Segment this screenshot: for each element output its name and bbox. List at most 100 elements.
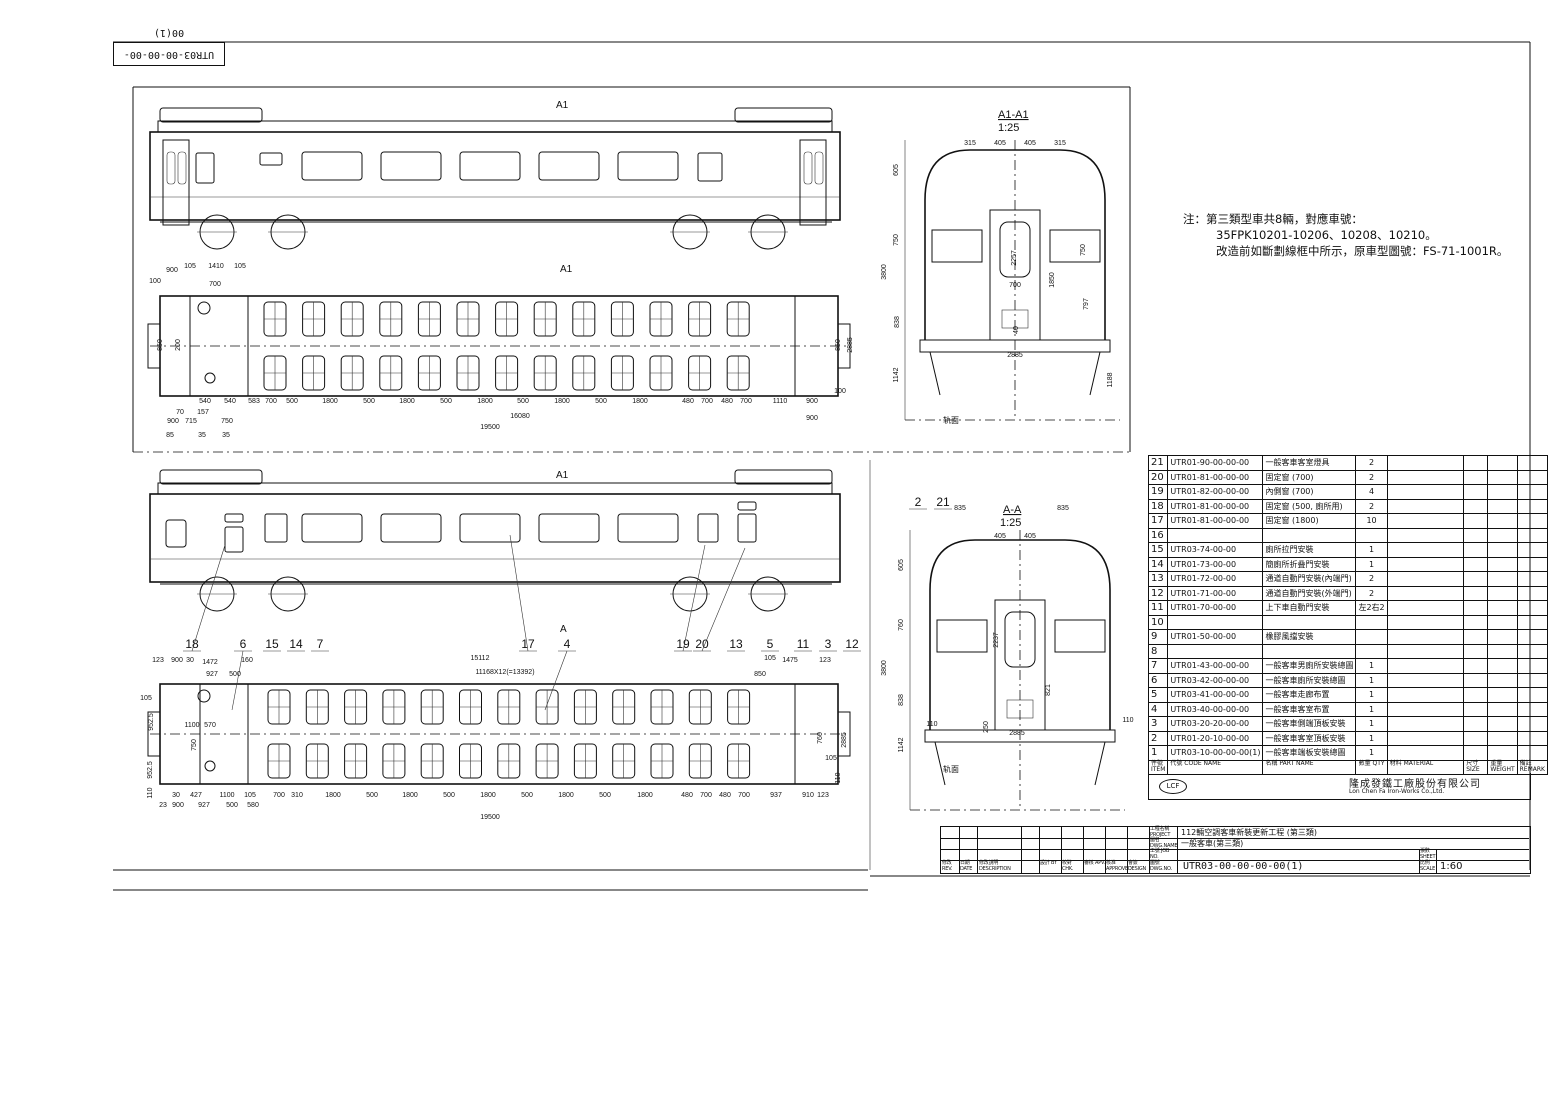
dimension-plan1: 715	[185, 418, 197, 425]
note-line: 35FPK10201-10206、10208、10210。	[1216, 228, 1437, 242]
item-code: UTR03-41-00-00-00	[1167, 687, 1264, 703]
item-number: 10	[1147, 614, 1169, 630]
dimension-plan2: 910	[802, 792, 814, 799]
dimension-section-a1: 405	[1024, 140, 1036, 147]
item-code: UTR03-42-00-00-00	[1167, 672, 1264, 688]
dimension-plan1: 100	[149, 278, 161, 285]
skirt	[934, 741, 946, 786]
dimension-plan1: 500	[440, 398, 452, 405]
item-material	[1386, 571, 1465, 587]
dimension-section-a1: 2257	[1011, 250, 1018, 266]
side-window	[1049, 229, 1101, 263]
dimension-plan2: 500	[443, 792, 455, 799]
dwg-name: 一般客車(第三類)	[1181, 839, 1244, 848]
dimension-plan1: 16080	[510, 413, 530, 420]
dimension-section-a1: 838	[894, 316, 901, 328]
chk-header: 校對 CHK.	[1062, 860, 1074, 872]
header-qty: 數量 QTY	[1355, 759, 1388, 775]
dimension-plan2: 700	[700, 792, 712, 799]
project-name: 112輛空調客車新裝更新工程 (第三類)	[1181, 828, 1318, 837]
item-number: 16	[1147, 527, 1169, 543]
side-elevation-original	[149, 107, 841, 250]
dimension-plan2: 427	[190, 792, 202, 799]
dimension-plan2: 900	[172, 802, 184, 809]
dimension-plan2: 850	[754, 671, 766, 678]
dimension-plan1: 85	[166, 432, 174, 439]
dimension-plan2: 1475	[782, 657, 798, 664]
cut-label: A	[560, 624, 567, 635]
side-window-1800	[380, 151, 442, 181]
section-a-title: A-A	[1003, 504, 1022, 516]
dimension-plan1: 480	[682, 398, 694, 405]
item-number: 17	[1147, 513, 1169, 529]
item-name: 固定窗 (1800)	[1262, 513, 1357, 529]
dimension-plan2: 500	[229, 671, 241, 678]
item-quantity: 1	[1355, 687, 1388, 703]
item-weight	[1487, 629, 1518, 645]
item-weight	[1487, 643, 1518, 659]
dimension-plan2: 1100	[184, 722, 199, 729]
dimension-plan1: 1800	[399, 398, 415, 405]
dimension-section-a: 835	[954, 505, 966, 512]
item-material	[1386, 600, 1465, 616]
header-remark: 備註 REMARK	[1516, 759, 1548, 775]
dimension-section-a: 1142	[898, 737, 905, 752]
item-name: 內側窗 (700)	[1262, 484, 1357, 500]
item-number: 6	[1147, 672, 1169, 688]
rail-level-label: 轨面	[943, 415, 959, 425]
item-material	[1386, 701, 1465, 717]
transom-window	[737, 501, 757, 511]
item-quantity: 1	[1355, 672, 1388, 688]
door-window	[177, 151, 187, 185]
dimension-plan2: 30	[186, 657, 194, 664]
pre-modification-frame	[132, 86, 1131, 453]
dimension-section-a: 605	[898, 559, 905, 571]
dimension-plan1: 1800	[322, 398, 338, 405]
dimension-plan1: 700	[209, 281, 221, 288]
end-gangway	[837, 711, 851, 757]
item-code: UTR03-40-00-00-00	[1167, 701, 1264, 717]
item-number-15: 15	[265, 637, 279, 651]
dimension-section-a1: 2885	[1007, 352, 1023, 359]
item-remark	[1516, 687, 1548, 703]
item-name: 一般客車男廁所安裝總圖	[1262, 658, 1357, 674]
side-window-500	[224, 526, 244, 553]
dimension-plan1: 2885	[847, 337, 854, 353]
roof-equipment	[734, 469, 833, 485]
item-weight	[1487, 687, 1518, 703]
item-name: 一般客車側端頂板安裝	[1262, 716, 1357, 732]
item-quantity: 1	[1355, 556, 1388, 572]
item-remark	[1516, 556, 1548, 572]
dimension-plan2: 105	[764, 655, 776, 662]
item-number: 8	[1147, 643, 1169, 659]
dimension-section-a: 405	[994, 533, 1006, 540]
dimension-section-a: 110	[926, 721, 937, 728]
dimension-plan2: 23	[159, 802, 167, 809]
item-number-4: 4	[564, 637, 571, 651]
parts-list-row: 10	[1147, 614, 1548, 630]
cross-section-a-a	[909, 530, 1125, 811]
leader-line	[231, 650, 244, 711]
item-size	[1463, 716, 1489, 732]
item-name: 一般客車客室布置	[1262, 701, 1357, 717]
item-remark	[1516, 469, 1548, 485]
dimension-section-a1: 1142	[893, 367, 900, 382]
item-number: 9	[1147, 629, 1169, 645]
item-number: 4	[1147, 701, 1169, 717]
toilet-fixture	[197, 689, 211, 703]
side-window-1800	[617, 513, 679, 543]
dimension-plan1: 700	[701, 398, 713, 405]
end-gangway	[837, 323, 851, 369]
item-quantity	[1355, 527, 1388, 543]
dimension-plan2: 110	[147, 787, 154, 798]
company-name-cn: 隆成發鐵工廠股份有限公司	[1349, 779, 1481, 790]
item-size	[1463, 585, 1489, 601]
sheet-frame	[113, 41, 1531, 891]
item-weight	[1487, 614, 1518, 630]
dimension-section-a: 838	[898, 694, 905, 706]
dwg-no: UTR03-00-00-00-00(1)	[1183, 861, 1304, 872]
